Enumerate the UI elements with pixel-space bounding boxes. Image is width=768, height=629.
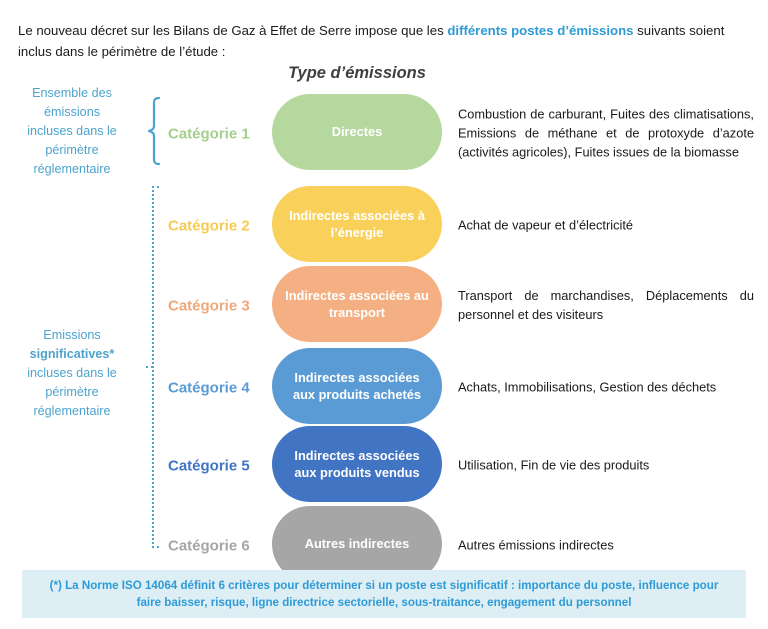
group-label-reglementaire: Ensemble des émissions incluses dans le … [6,84,138,178]
category-pill-4[interactable]: Indirectes associées aux produits acheté… [272,348,442,424]
category-pill-6[interactable]: Autres indirectes [272,506,442,582]
group-label-line-3: incluses dans le [27,365,117,380]
table-row: Catégorie 2 Indirectes associées à l’éne… [0,186,768,266]
group-label-line-2: significatives* [29,346,115,361]
group-label-line-2: émissions [44,104,100,119]
group-label-significatives: Emissions significatives* incluses dans … [6,326,138,420]
category-description-2: Achat de vapeur et d’électricité [458,217,633,233]
category-description-4: Achats, Immobilisations, Gestion des déc… [458,379,717,395]
category-label-6: Catégorie 6 [168,537,250,555]
dotted-bracket-icon [146,186,162,548]
table-row: Catégorie 6 Autres indirectes Autres émi… [0,506,768,586]
category-description-5: Utilisation, Fin de vie des produits [458,457,650,473]
group-label-line-3: incluses dans le [27,123,117,138]
dotted-bracket-stem [152,186,154,548]
intro-paragraph: Le nouveau décret sur les Bilans de Gaz … [18,21,752,62]
dotted-bracket-nub [146,366,153,368]
intro-highlight-link[interactable]: différents postes d’émissions [447,23,634,39]
category-description-6: Autres émissions indirectes [458,537,614,553]
group-label-line-4: périmètre [45,384,99,399]
category-pill-3[interactable]: Indirectes associées au transport [272,266,442,342]
footnote-text: (*) La Norme ISO 14064 définit 6 critère… [49,578,719,609]
category-description-1: Combustion de carburant, Fuites des clim… [458,106,754,160]
category-label-5: Catégorie 5 [168,457,250,475]
group-label-line-4: périmètre [45,142,99,157]
intro-text-before: Le nouveau décret sur les Bilans de Gaz … [18,23,448,39]
solid-brace-icon [146,96,162,166]
group-label-line-1: Ensemble des [32,86,112,100]
category-pill-5[interactable]: Indirectes associées aux produits vendus [272,426,442,502]
table-row: Catégorie 5 Indirectes associées aux pro… [0,426,768,506]
intro-text-after: suivants soient inclus dans le périmètre… [18,23,725,59]
group-label-line-5: réglementaire [33,403,111,418]
group-label-line-5: réglementaire [33,161,111,176]
footnote-box: (*) La Norme ISO 14064 définit 6 critère… [22,570,746,618]
emissions-categories-diagram: Type d’émissions Ensemble des émissions … [0,58,768,582]
category-pill-1[interactable]: Directes [272,94,442,170]
table-row: Catégorie 1 Directes Combustion de carbu… [0,94,768,174]
column-header-type-emissions: Type d’émissions [288,64,426,82]
category-label-1: Catégorie 1 [168,125,250,143]
table-row: Catégorie 3 Indirectes associées au tran… [0,266,768,346]
dotted-bracket-tip-top [152,186,159,188]
category-description-3: Transport de marchandises, Déplacements … [458,288,754,322]
category-pill-2[interactable]: Indirectes associées à l’énergie [272,186,442,262]
dotted-bracket-tip-bottom [152,546,159,548]
category-label-4: Catégorie 4 [168,379,250,397]
category-label-2: Catégorie 2 [168,217,250,235]
category-label-3: Catégorie 3 [168,297,250,315]
table-row: Catégorie 4 Indirectes associées aux pro… [0,348,768,428]
group-label-line-1: Emissions [43,328,101,342]
